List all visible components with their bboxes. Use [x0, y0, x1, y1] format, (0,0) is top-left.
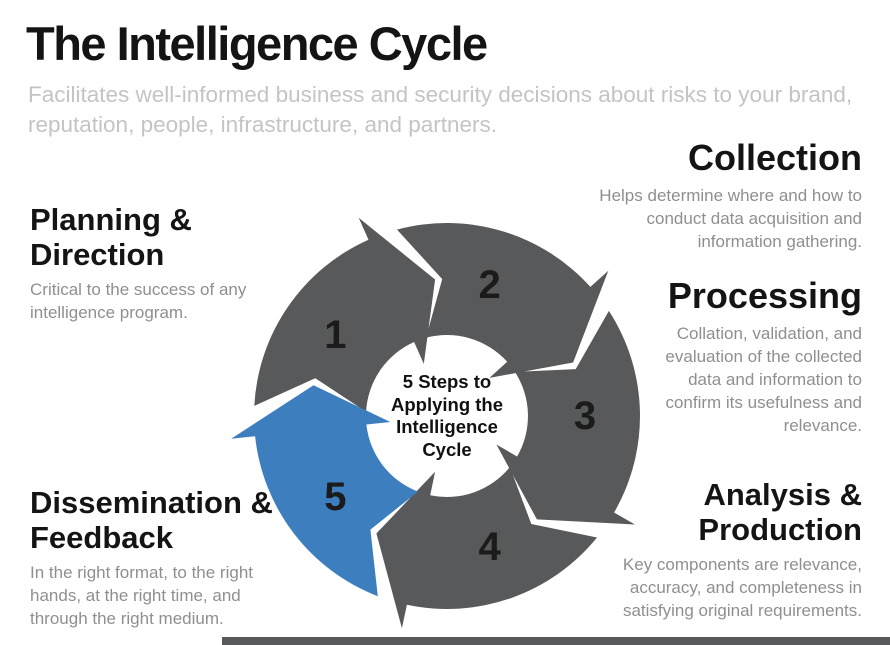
cycle-arrow-segment-1 [254, 217, 436, 412]
step-desc-processing: Collation, validation, and evaluation of… [665, 324, 862, 436]
cycle-arrow-segment-4 [376, 467, 597, 629]
step-block-collection: Collection Helps determine where and how… [577, 137, 862, 254]
step-title-collection: Collection [687, 137, 862, 178]
cycle-step-number-5: 5 [324, 475, 346, 519]
step-title-processing: Processing [667, 275, 862, 316]
step-title-analysis-production: Analysis & Production [698, 477, 862, 547]
cycle-step-number-1: 1 [324, 313, 346, 357]
step-title-dissemination-feedback: Dissemination & Feedback [30, 485, 273, 555]
page-title: The Intelligence Cycle [26, 17, 488, 70]
step-desc-collection: Helps determine where and how to conduct… [599, 186, 862, 252]
footer-bar [222, 637, 890, 645]
cycle-arrow-segment-2 [397, 223, 609, 378]
cycle-arrow-segment-5 [231, 385, 418, 597]
step-block-analysis-production: Analysis & Production Key components are… [562, 477, 862, 623]
step-title-planning-direction: Planning & Direction [30, 202, 192, 272]
page-subtitle: Facilitates well-informed business and s… [28, 82, 853, 137]
cycle-center-label: 5 Steps to Applying the Intelligence Cyc… [390, 371, 504, 460]
cycle-step-number-2: 2 [478, 263, 500, 307]
step-desc-analysis-production: Key components are relevance, accuracy, … [622, 555, 862, 621]
cycle-arrow-segment-3 [496, 310, 640, 525]
step-desc-planning-direction: Critical to the success of any intellige… [30, 280, 247, 323]
step-block-dissemination-feedback: Dissemination & Feedback In the right fo… [30, 485, 275, 631]
step-block-planning-direction: Planning & Direction Critical to the suc… [30, 202, 275, 325]
step-desc-dissemination-feedback: In the right format, to the right hands,… [30, 563, 254, 629]
step-block-processing: Processing Collation, validation, and ev… [652, 275, 862, 438]
cycle-step-number-4: 4 [478, 525, 501, 569]
cycle-step-number-3: 3 [574, 394, 596, 438]
